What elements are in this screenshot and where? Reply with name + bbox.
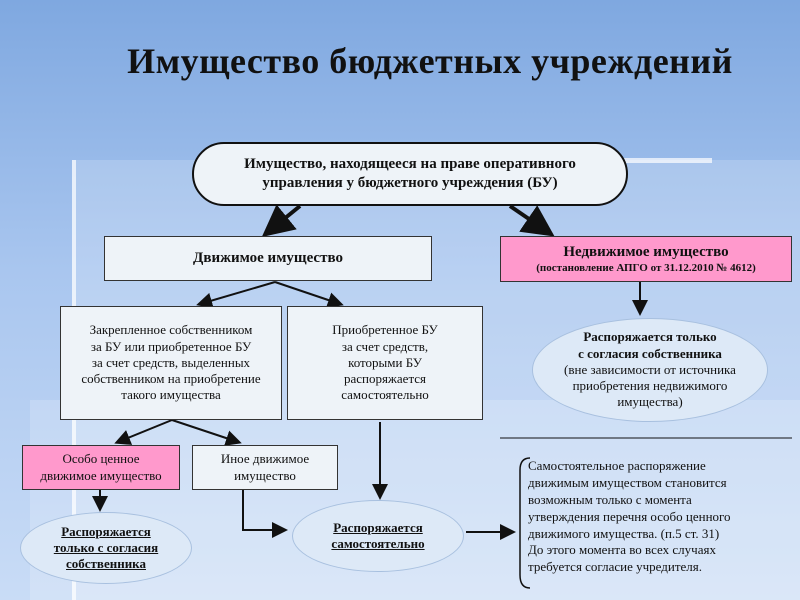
- especially-valuable-line2: движимое имущество: [40, 467, 162, 483]
- immovable-property-box: Недвижимое имущество (постановление АПГО…: [500, 236, 792, 282]
- assigned-line: собственником на приобретение: [81, 371, 261, 387]
- consent-only-line1: Распоряжается: [61, 523, 151, 539]
- owner-consent-line4: приобретения недвижимого: [572, 378, 728, 394]
- acquired-line: распоряжается: [343, 371, 427, 387]
- assigned-line: Закрепленное собственником: [89, 322, 253, 338]
- assigned-property-box: Закрепленное собственником за БУ или при…: [60, 306, 282, 420]
- owner-consent-line1: Распоряжается только: [583, 329, 717, 345]
- other-movable-line2: имущество: [234, 467, 296, 483]
- arrow-top-to-immovable: [508, 204, 555, 237]
- consent-only-ellipse: Распоряжается только с согласия собствен…: [20, 512, 192, 584]
- especially-valuable-box: Особо ценное движимое имущество: [22, 445, 180, 490]
- operative-management-line2: управления у бюджетного учреждения (БУ): [262, 175, 558, 191]
- assigned-line: за БУ или приобретенное БУ: [90, 338, 252, 354]
- arrow-top-to-movable: [261, 204, 302, 238]
- owner-consent-line2: с согласия собственника: [578, 345, 722, 361]
- acquired-line: Приобретенное БУ: [332, 322, 438, 338]
- disposal-note: Самостоятельное распоряжение движимым им…: [528, 458, 794, 576]
- note-line: До этого момента во всех случаях: [528, 542, 716, 558]
- especially-valuable-line1: Особо ценное: [62, 451, 140, 467]
- owner-consent-line5: имущества): [617, 394, 683, 410]
- arrow-movable-to-acquired: [274, 281, 344, 308]
- arrow-other-to-independent: [242, 490, 288, 538]
- note-line: возможным только с момента: [528, 491, 692, 507]
- other-movable-box: Иное движимое имущество: [192, 445, 338, 490]
- acquired-line: самостоятельно: [341, 387, 429, 403]
- immovable-property-label: Недвижимое имущество: [563, 243, 729, 260]
- operative-management-line1: Имущество, находящееся на праве оператив…: [244, 156, 576, 173]
- consent-only-line2: только с согласия: [53, 539, 159, 555]
- page-title: Имущество бюджетных учреждений: [127, 41, 733, 81]
- acquired-line: за счет средств,: [341, 338, 429, 354]
- operative-management-box: Имущество, находящееся на праве оператив…: [192, 142, 628, 206]
- movable-property-box: Движимое имущество: [104, 236, 432, 281]
- owner-consent-line3: (вне зависимости от источника: [564, 361, 736, 377]
- arrow-assigned-to-special: [114, 419, 173, 445]
- assigned-line: такого имущества: [121, 387, 221, 403]
- independent-line1: Распоряжается: [333, 519, 423, 535]
- note-line: Самостоятельное распоряжение: [528, 458, 706, 473]
- independent-ellipse: Распоряжается самостоятельно: [292, 500, 464, 572]
- note-line: движимым имуществом становится: [528, 474, 727, 490]
- note-line: утверждения перечня особо ценного: [528, 508, 731, 524]
- other-movable-line1: Иное движимое: [220, 451, 310, 467]
- consent-only-line3: собственника: [66, 556, 146, 572]
- note-bracket: [519, 457, 531, 589]
- immovable-property-decree: (постановление АПГО от 31.12.2010 № 4612…: [536, 261, 756, 274]
- owner-consent-ellipse: Распоряжается только с согласия собствен…: [532, 318, 768, 422]
- arrow-movable-to-assigned: [196, 281, 276, 309]
- note-line: требуется согласие учредителя.: [528, 559, 702, 575]
- acquired-line: которыми БУ: [348, 354, 422, 370]
- note-line: движимого имущества. (п.5 ст. 31): [528, 525, 720, 541]
- movable-property-label: Движимое имущество: [193, 250, 343, 267]
- acquired-property-box: Приобретенное БУ за счет средств, которы…: [287, 306, 483, 420]
- independent-line2: самостоятельно: [331, 536, 425, 551]
- assigned-line: за счет средств, выделенных: [91, 354, 251, 370]
- arrow-assigned-to-other: [171, 419, 242, 446]
